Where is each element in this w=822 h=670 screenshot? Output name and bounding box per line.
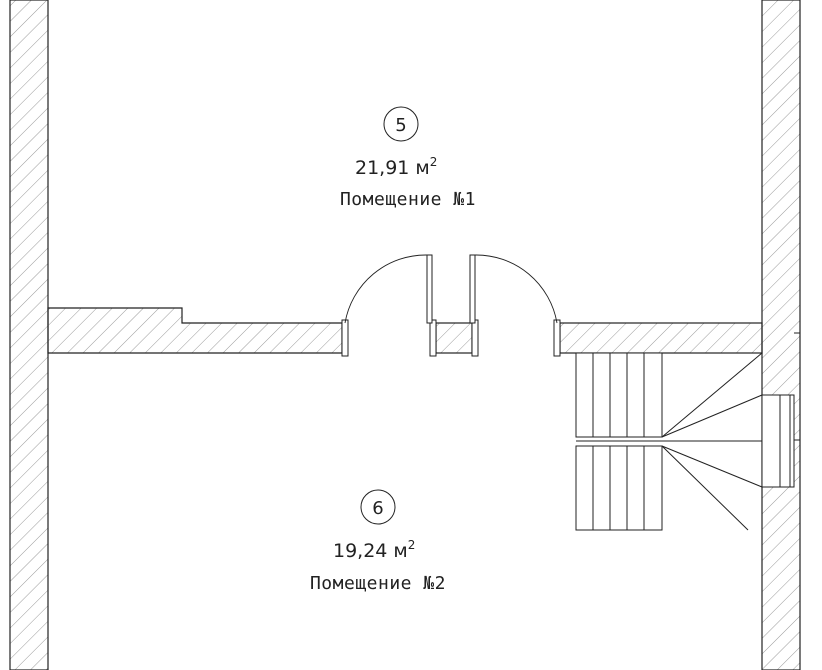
room-5-number: 5 — [395, 115, 406, 136]
staircase — [575, 352, 763, 531]
room-6-number-circle — [360, 489, 396, 525]
door-swing-left-arc — [344, 254, 428, 324]
jamb-right-outer — [553, 319, 561, 357]
winder-line-2 — [661, 394, 763, 438]
jamb-left-inner — [429, 319, 437, 357]
room-5-area: 21,91 м2 — [355, 155, 437, 179]
room-6-number: 6 — [372, 498, 383, 519]
jamb-left-outer — [341, 319, 349, 357]
right-exterior-wall — [761, 0, 801, 670]
room-6-area: 19,24 м2 — [333, 538, 415, 562]
partition-right-segment — [559, 322, 763, 354]
interior-partition-wall — [47, 307, 763, 354]
room-5-name: Помещение №1 — [340, 189, 476, 210]
door-swing-right-arc — [474, 254, 558, 324]
room-6-name: Помещение №2 — [310, 573, 446, 594]
winder-line-1 — [661, 352, 763, 438]
room-5-label-group: 5 21,91 м2 Помещение №1 — [340, 106, 476, 210]
stair-upper-flight — [575, 352, 663, 438]
winder-line-4 — [661, 445, 749, 531]
jamb-right-inner — [471, 319, 479, 357]
double-door — [344, 254, 558, 324]
room-5-number-circle — [383, 106, 419, 142]
stair-lower-flight — [575, 445, 663, 531]
left-exterior-wall — [9, 0, 49, 670]
exterior-walls — [9, 0, 801, 670]
partition-left-segment — [47, 307, 343, 354]
partition-door-mullion — [435, 322, 473, 354]
winder-line-3 — [661, 445, 763, 488]
window-right — [761, 332, 800, 488]
door-leaf-right — [469, 254, 476, 324]
door-leaf-left — [426, 254, 433, 324]
door-jambs — [341, 319, 561, 357]
room-6-label-group: 6 19,24 м2 Помещение №2 — [310, 489, 446, 594]
window-opening — [761, 394, 795, 488]
